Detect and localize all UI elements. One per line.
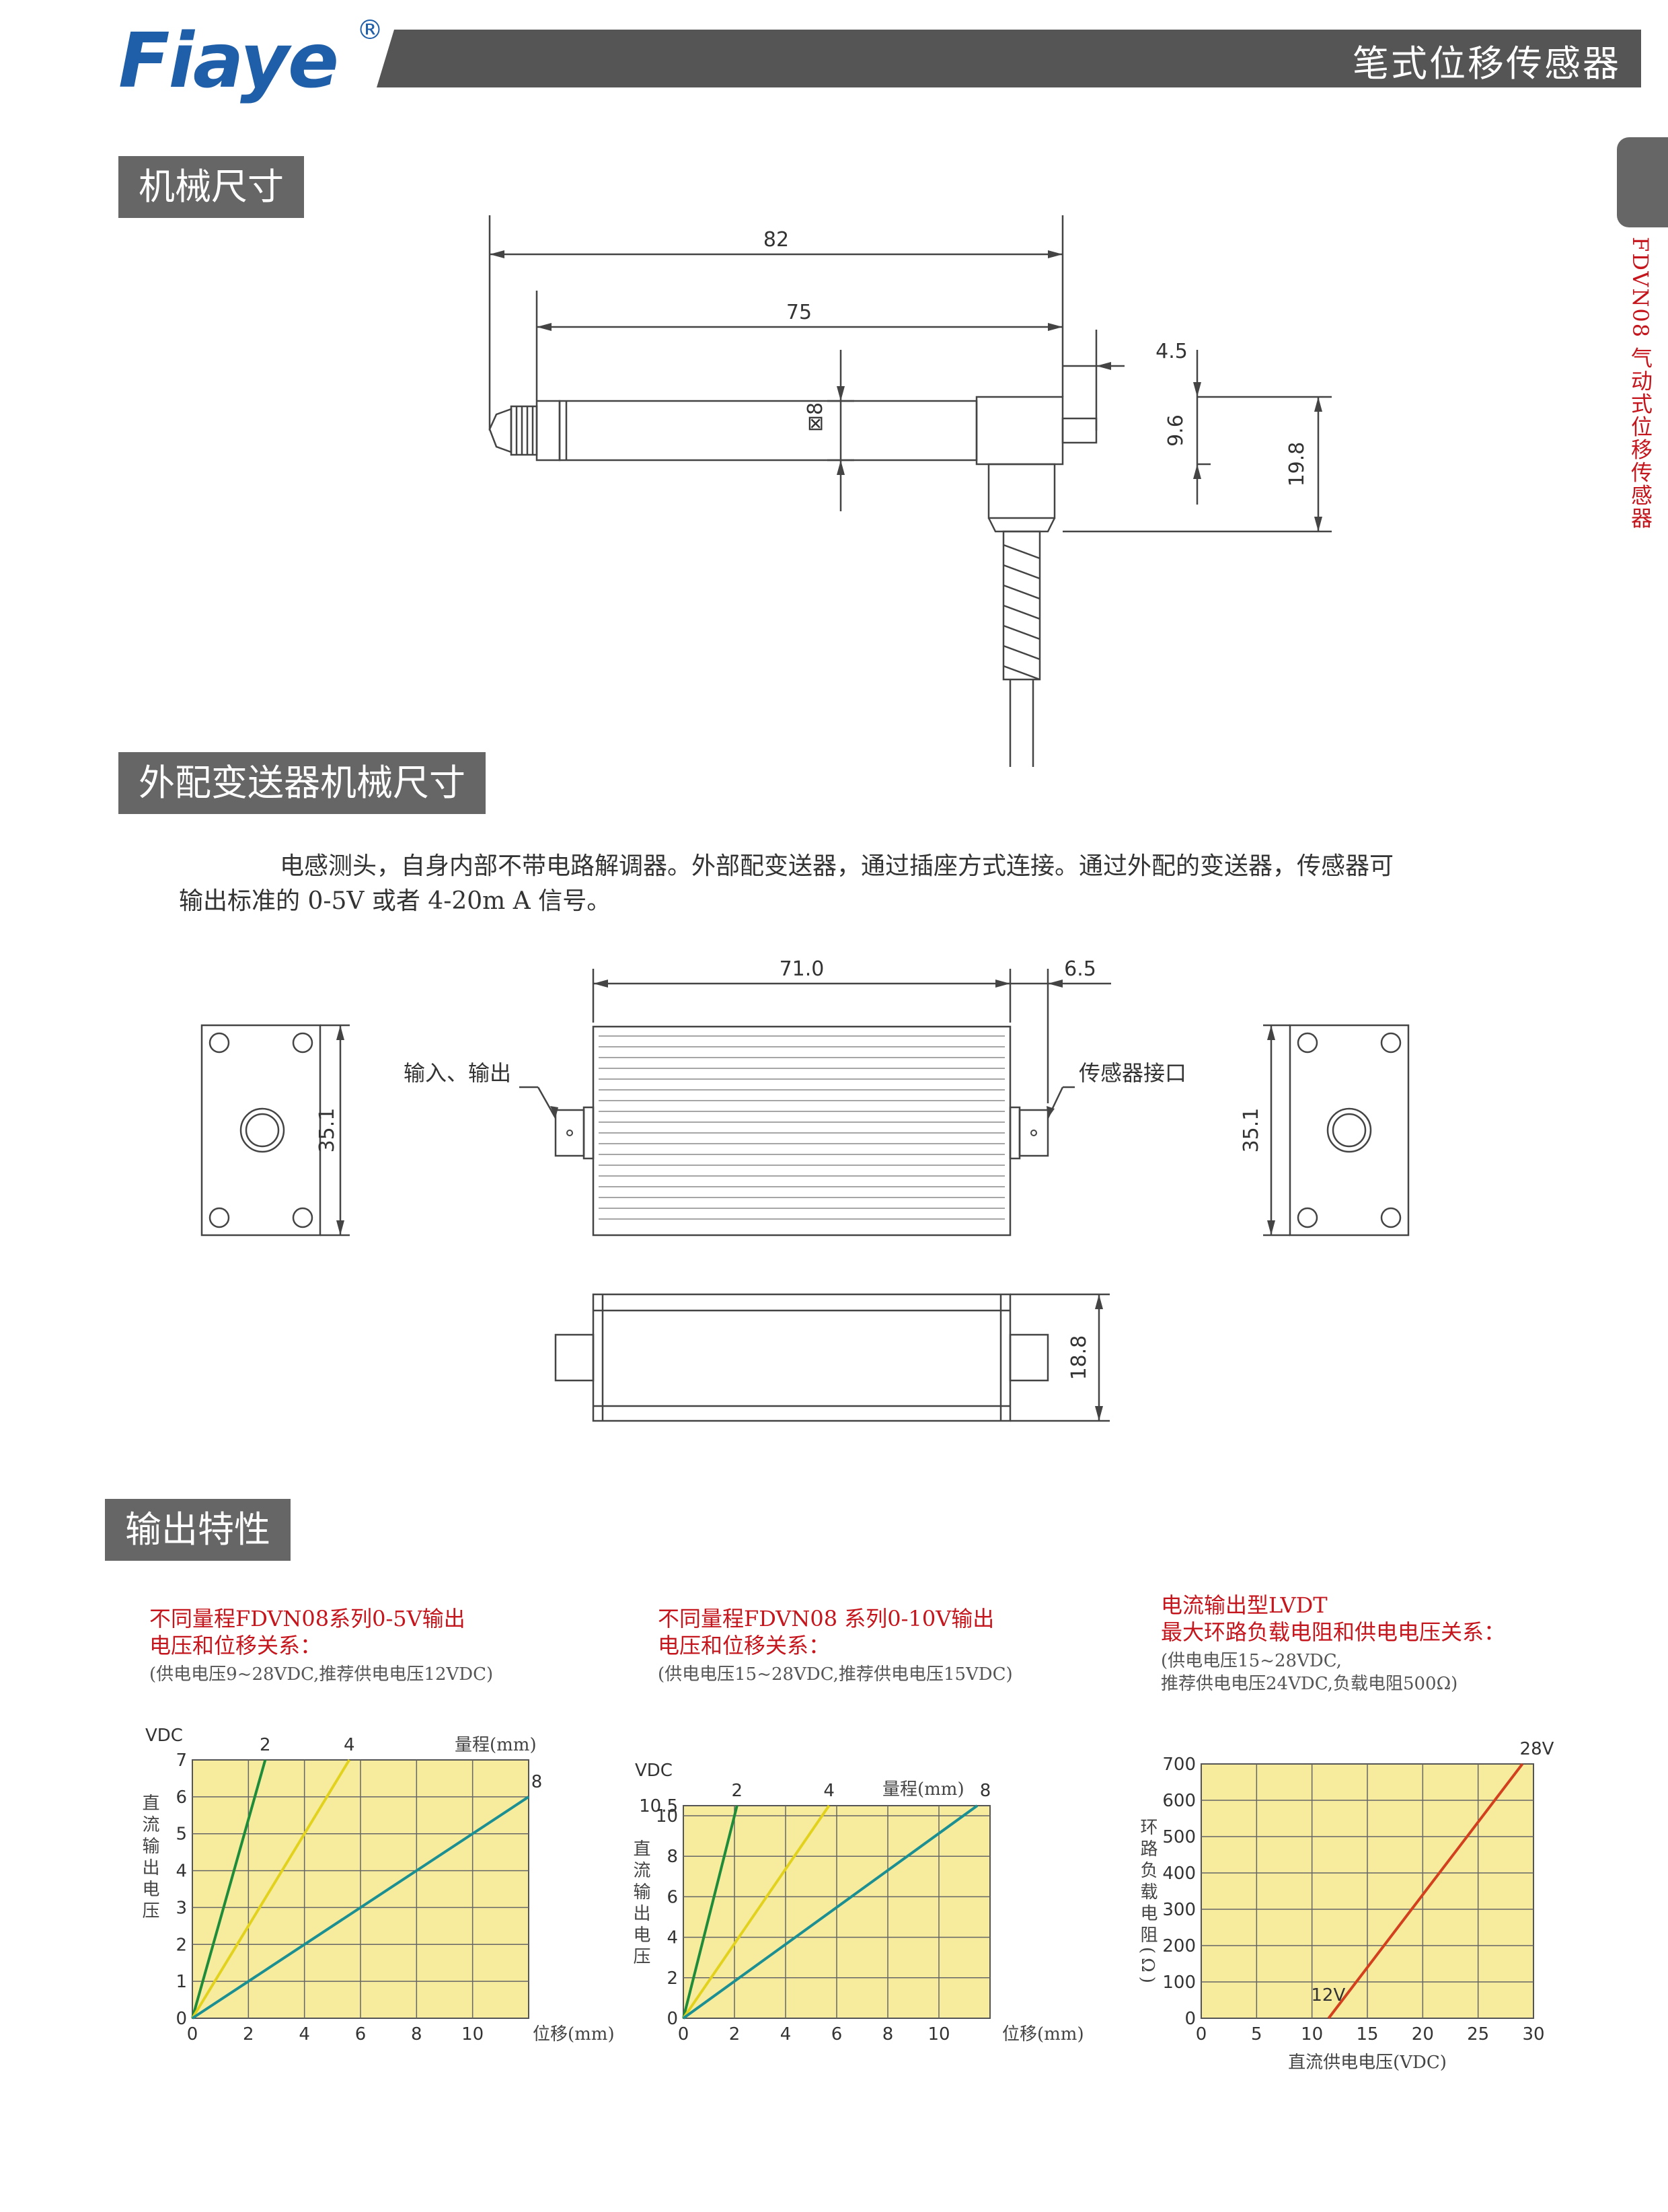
chart2-y-label: 直流输出电压 [630, 1839, 650, 1968]
chart1-series-label: 4 [344, 1735, 355, 1755]
dim-tip-length: 4.5 [1155, 340, 1188, 363]
chart1-series-line [191, 1759, 267, 2019]
dim-height-1: 9.6 [1164, 414, 1188, 447]
chart1-heading: 不同量程FDVN08系列0-5V输出 电压和位移关系： (供电电压9~28VDC… [149, 1606, 494, 1685]
chart1-x-tick: 6 [355, 2024, 367, 2044]
chart1-series-label: 8 [531, 1772, 543, 1792]
chart1-x-tick: 0 [187, 2024, 198, 2044]
chart2-x-tick: 2 [729, 2024, 741, 2044]
chart1-y-tick: 7 [176, 1750, 187, 1771]
chart1-y-tick: 1 [176, 1972, 187, 1992]
chart3-x-tick: 5 [1251, 2024, 1262, 2044]
dim-total-length: 82 [763, 228, 789, 252]
dim-box-depth: 18.8 [1067, 1335, 1091, 1380]
chart3-annotation: 28V [1520, 1739, 1554, 1759]
chart3-x-label: 直流供电电压(VDC) [1288, 2053, 1447, 2073]
chart2-y-unit: VDC [635, 1761, 673, 1781]
intro-line-2: 输出标准的 0-5V 或者 4-20m A 信号。 [179, 887, 611, 915]
chart2-y-tick: 0 [667, 2009, 678, 2029]
chart2-series-label: 4 [823, 1781, 835, 1801]
dim-box-length: 71.0 [780, 957, 825, 981]
dim-height-2: 19.8 [1285, 442, 1309, 487]
chart2-y-tick: 10.5 [639, 1796, 678, 1816]
chart2-y-tick: 6 [667, 1887, 678, 1907]
label-sensor-port: 传感器接口 [1079, 1060, 1186, 1086]
chart3-x-tick: 20 [1412, 2024, 1434, 2044]
chart2-y-tick: 2 [667, 1968, 678, 1989]
chart2-series-label: 2 [732, 1781, 743, 1801]
intro-paragraph: 电感测头，自身内部不带电路解调器。外部配变送器，通过插座方式连接。通过外配的变送… [179, 849, 1558, 919]
dim-box-height-right: 35.1 [1240, 1108, 1263, 1153]
chart2-x-tick: 8 [882, 2024, 894, 2044]
section-mechanical: 机械尺寸 [118, 156, 304, 218]
transmitter-drawing: 71.0 6.5 35.1 35.1 18.8 输入、输出 传感器接口 [200, 957, 1410, 1422]
chart3-y-tick: 600 [1162, 1791, 1196, 1811]
chart3-y-tick: 0 [1184, 2009, 1196, 2029]
header-bar [377, 30, 1641, 87]
chart2-x-tick: 4 [780, 2024, 792, 2044]
side-tab [1617, 137, 1668, 227]
chart3-y-tick: 400 [1162, 1864, 1196, 1884]
chart1-y-tick: 4 [176, 1861, 187, 1882]
chart2-heading: 不同量程FDVN08 系列0-10V输出 电压和位移关系： (供电电压15~28… [658, 1606, 1013, 1685]
chart2-series-line [682, 1804, 831, 2020]
chart1-y-label: 直流输出电压 [139, 1794, 159, 1923]
dim-connector-length: 6.5 [1064, 957, 1096, 981]
chart3-heading: 电流输出型LVDT 最大环路负载电阻和供电电压关系： (供电电压15~28VDC… [1161, 1592, 1506, 1694]
dim-diameter: ⊠8 [804, 402, 827, 432]
chart1-y-unit: VDC [145, 1726, 183, 1746]
chart2-x-label: 位移(mm) [1002, 2024, 1084, 2044]
registered-mark: ® [356, 15, 383, 46]
chart3-x-tick: 25 [1467, 2024, 1489, 2044]
chart1-series-line [191, 1759, 351, 2020]
chart1-x-tick: 10 [461, 2024, 484, 2044]
chart1-y-tick: 6 [176, 1787, 187, 1808]
chart1-x-tick: 2 [243, 2024, 254, 2044]
chart3-annotation: 12V [1311, 1985, 1345, 2005]
chart2-series-label: 8 [980, 1781, 991, 1801]
chart2-x-tick: 10 [927, 2024, 950, 2044]
chart1-x-tick: 4 [299, 2024, 310, 2044]
chart1-series-line [191, 1796, 530, 2020]
intro-line-1: 电感测头，自身内部不带电路解调器。外部配变送器，通过插座方式连接。通过外配的变送… [280, 852, 1394, 880]
side-tab-label: FDVN08 气动式位移传感器 [1628, 237, 1653, 530]
chart2-x-tick: 6 [831, 2024, 843, 2044]
brand-logo: Fiaye [118, 17, 339, 105]
chart3-x-tick: 10 [1301, 2024, 1323, 2044]
chart1-y-tick: 2 [176, 1935, 187, 1955]
dim-box-height-left: 35.1 [315, 1108, 339, 1153]
dim-body-length: 75 [786, 301, 812, 324]
chart1-y-tick: 3 [176, 1898, 187, 1918]
chart1-y-tick: 0 [176, 2009, 187, 2029]
chart2-range-label: 量程(mm) [882, 1779, 964, 1800]
chart2-series-line [682, 1805, 738, 2019]
chart3-y-label: 环路负载电阻(Ω) [1137, 1818, 1158, 1987]
chart3-y-tick: 200 [1162, 1936, 1196, 1956]
chart2-x-tick: 0 [678, 2024, 689, 2044]
chart3-y-tick: 100 [1162, 1973, 1196, 1993]
section-transmitter: 外配变送器机械尺寸 [118, 752, 486, 814]
chart2-y-tick: 8 [667, 1847, 678, 1867]
chart3-y-tick: 700 [1162, 1755, 1196, 1775]
chart3-x-tick: 0 [1196, 2024, 1207, 2044]
chart1-x-label: 位移(mm) [533, 2024, 615, 2044]
chart3-y-tick: 500 [1162, 1827, 1196, 1847]
chart2-y-tick: 4 [667, 1928, 678, 1948]
chart3-x-tick: 30 [1522, 2024, 1544, 2044]
chart3-series-line [1327, 1763, 1524, 2020]
chart1-range-label: 量程(mm) [455, 1735, 537, 1755]
chart1-y-tick: 5 [176, 1824, 187, 1845]
chart2-series-line [682, 1804, 979, 2020]
label-io: 输入、输出 [404, 1060, 511, 1086]
chart2-y-tick: 10 [656, 1806, 678, 1827]
page-title: 笔式位移传感器 [1353, 42, 1621, 85]
chart1-series-label: 2 [260, 1735, 271, 1755]
chart1-x-tick: 8 [411, 2024, 422, 2044]
section-output: 输出特性 [105, 1499, 291, 1561]
sensor-mechanical-drawing: 82 75 4.5 ⊠8 9.6 19.8 [488, 215, 1332, 767]
chart3-y-tick: 300 [1162, 1900, 1196, 1920]
chart3-x-tick: 15 [1356, 2024, 1378, 2044]
